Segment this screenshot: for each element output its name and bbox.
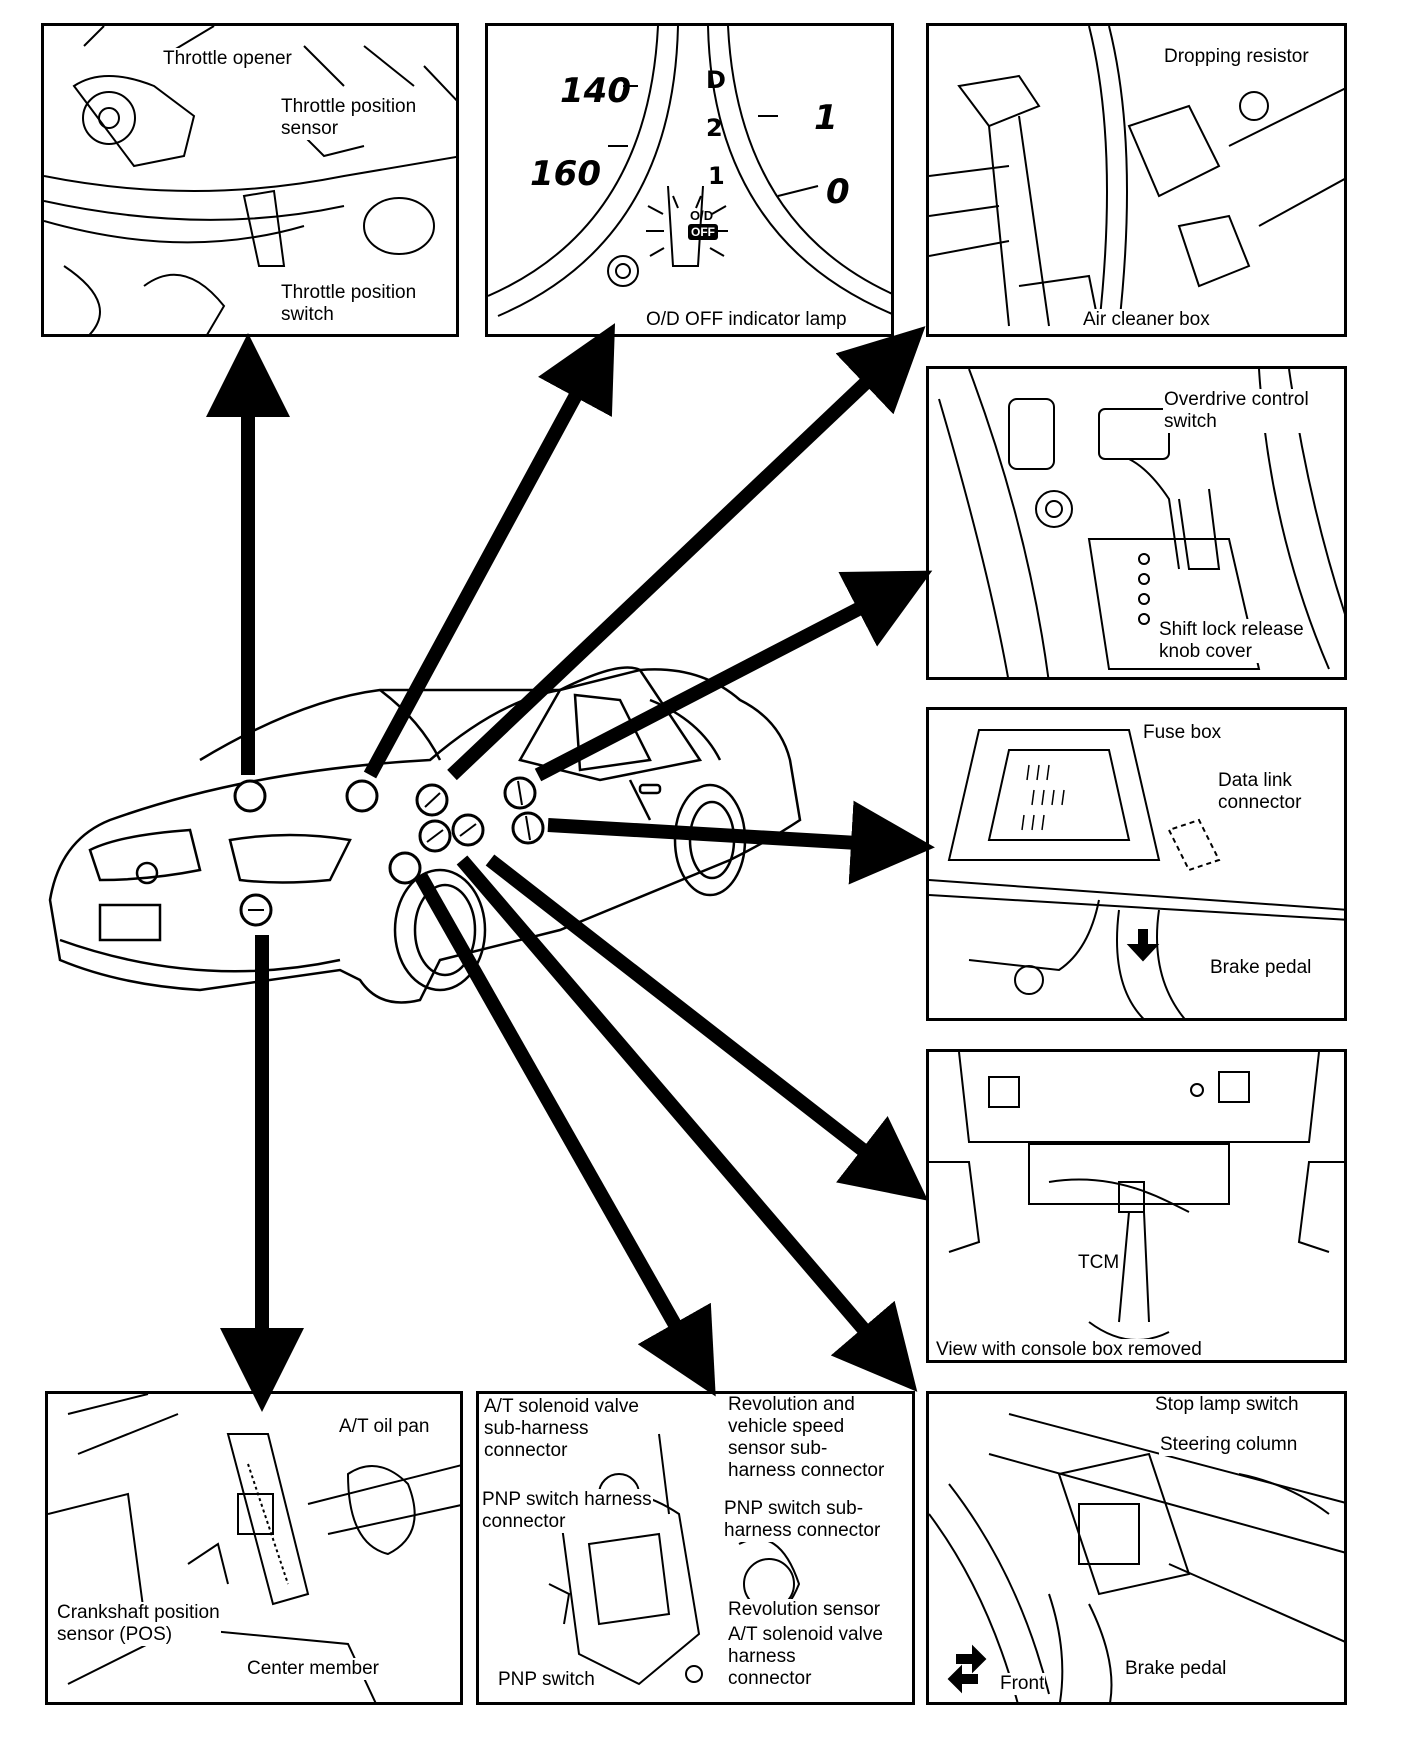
od-text: O/D <box>690 208 714 223</box>
at-oil-pan-label: A/T oil pan <box>338 1416 431 1438</box>
tcm-sketch <box>929 1052 1344 1341</box>
throttle-opener-label: Throttle opener <box>162 48 293 70</box>
air-cleaner-box-label: Air cleaner box <box>1082 309 1211 331</box>
resistor-sketch <box>929 26 1344 327</box>
dropping-resistor-label: Dropping resistor <box>1163 46 1310 68</box>
crank-sketch <box>48 1394 460 1702</box>
at-solenoid-sub-label: A/T solenoid valve sub-harness connector <box>483 1396 640 1462</box>
shift-lock-release-label: Shift lock release knob cover <box>1158 619 1305 663</box>
arrow-stoplamp <box>456 855 918 1392</box>
fuse-sketch <box>929 729 1344 1018</box>
throttle-sketch <box>44 26 456 334</box>
panel-throttle: Throttle opener Throttle position sensor… <box>41 23 459 337</box>
at-solenoid-harness-label: A/T solenoid valve harness connector <box>727 1624 884 1690</box>
gear-1: 1 <box>708 162 725 190</box>
stop-lamp-switch-label: Stop lamp switch <box>1154 1394 1300 1416</box>
data-link-connector-label: Data link connector <box>1217 770 1303 814</box>
arrow-fuse <box>547 800 935 885</box>
panel-solenoid: A/T solenoid valve sub-harness connector… <box>476 1391 915 1705</box>
pnp-switch-harness-label: PNP switch harness connector <box>481 1489 653 1533</box>
pnp-switch-label: PNP switch <box>497 1669 596 1691</box>
arrow-cluster <box>363 323 616 779</box>
tcm-label: TCM <box>1077 1252 1121 1274</box>
tach-1: 1 <box>814 98 838 138</box>
brake-pedal-label-2: Brake pedal <box>1124 1658 1228 1680</box>
arrow-resistor <box>447 326 926 781</box>
brake-pedal-label: Brake pedal <box>1209 957 1313 979</box>
revolution-sensor-label: Revolution sensor <box>727 1599 882 1621</box>
panel-stoplamp: Stop lamp switch Steering column Front B… <box>926 1391 1347 1705</box>
arrow-solenoid <box>413 871 716 1397</box>
front-arrow-shape <box>947 1644 987 1694</box>
cluster-sketch <box>488 26 891 317</box>
console-removed-label: View with console box removed <box>935 1339 1203 1360</box>
car-body <box>48 666 802 1004</box>
speed-140: 140 <box>560 71 631 111</box>
revolution-vehicle-speed-label: Revolution and vehicle speed sensor sub-… <box>727 1394 886 1482</box>
overdrive-control-switch-label: Overdrive control switch <box>1163 389 1310 433</box>
od-off-indicator-label: O/D OFF indicator lamp <box>645 309 848 331</box>
gear-d: D <box>706 66 726 94</box>
gear-2: 2 <box>706 114 723 142</box>
crankshaft-sensor-label: Crankshaft position sensor (POS) <box>56 1602 221 1646</box>
fuse-box-label: Fuse box <box>1142 722 1223 744</box>
throttle-position-sensor-label: Throttle position sensor <box>280 96 418 140</box>
pnp-switch-sub-label: PNP switch sub- harness connector <box>723 1498 882 1542</box>
panel-overdrive: Overdrive control switch Shift lock rele… <box>926 366 1347 680</box>
panel-tcm: TCM View with console box removed <box>926 1049 1347 1363</box>
steering-column-label: Steering column <box>1159 1434 1299 1456</box>
throttle-position-switch-label: Throttle position switch <box>280 282 418 326</box>
speed-160: 160 <box>530 154 601 194</box>
panel-crank: A/T oil pan Crankshaft position sensor (… <box>45 1391 463 1705</box>
tach-0: 0 <box>826 172 850 212</box>
front-label: Front <box>999 1673 1046 1695</box>
panel-cluster: 140 160 1 0 D 2 1 O/D OFF O/D OFF indica… <box>485 23 894 337</box>
location-markers <box>233 776 545 927</box>
center-member-label: Center member <box>246 1658 380 1680</box>
od-off-lamp: OFF <box>688 224 718 240</box>
arrow-tcm <box>485 854 929 1201</box>
arrow-overdrive <box>534 570 933 782</box>
panel-resistor: Dropping resistor Air cleaner box <box>926 23 1347 337</box>
arrows <box>206 323 935 1412</box>
panel-fuse: Fuse box Data link connector Brake pedal <box>926 707 1347 1021</box>
